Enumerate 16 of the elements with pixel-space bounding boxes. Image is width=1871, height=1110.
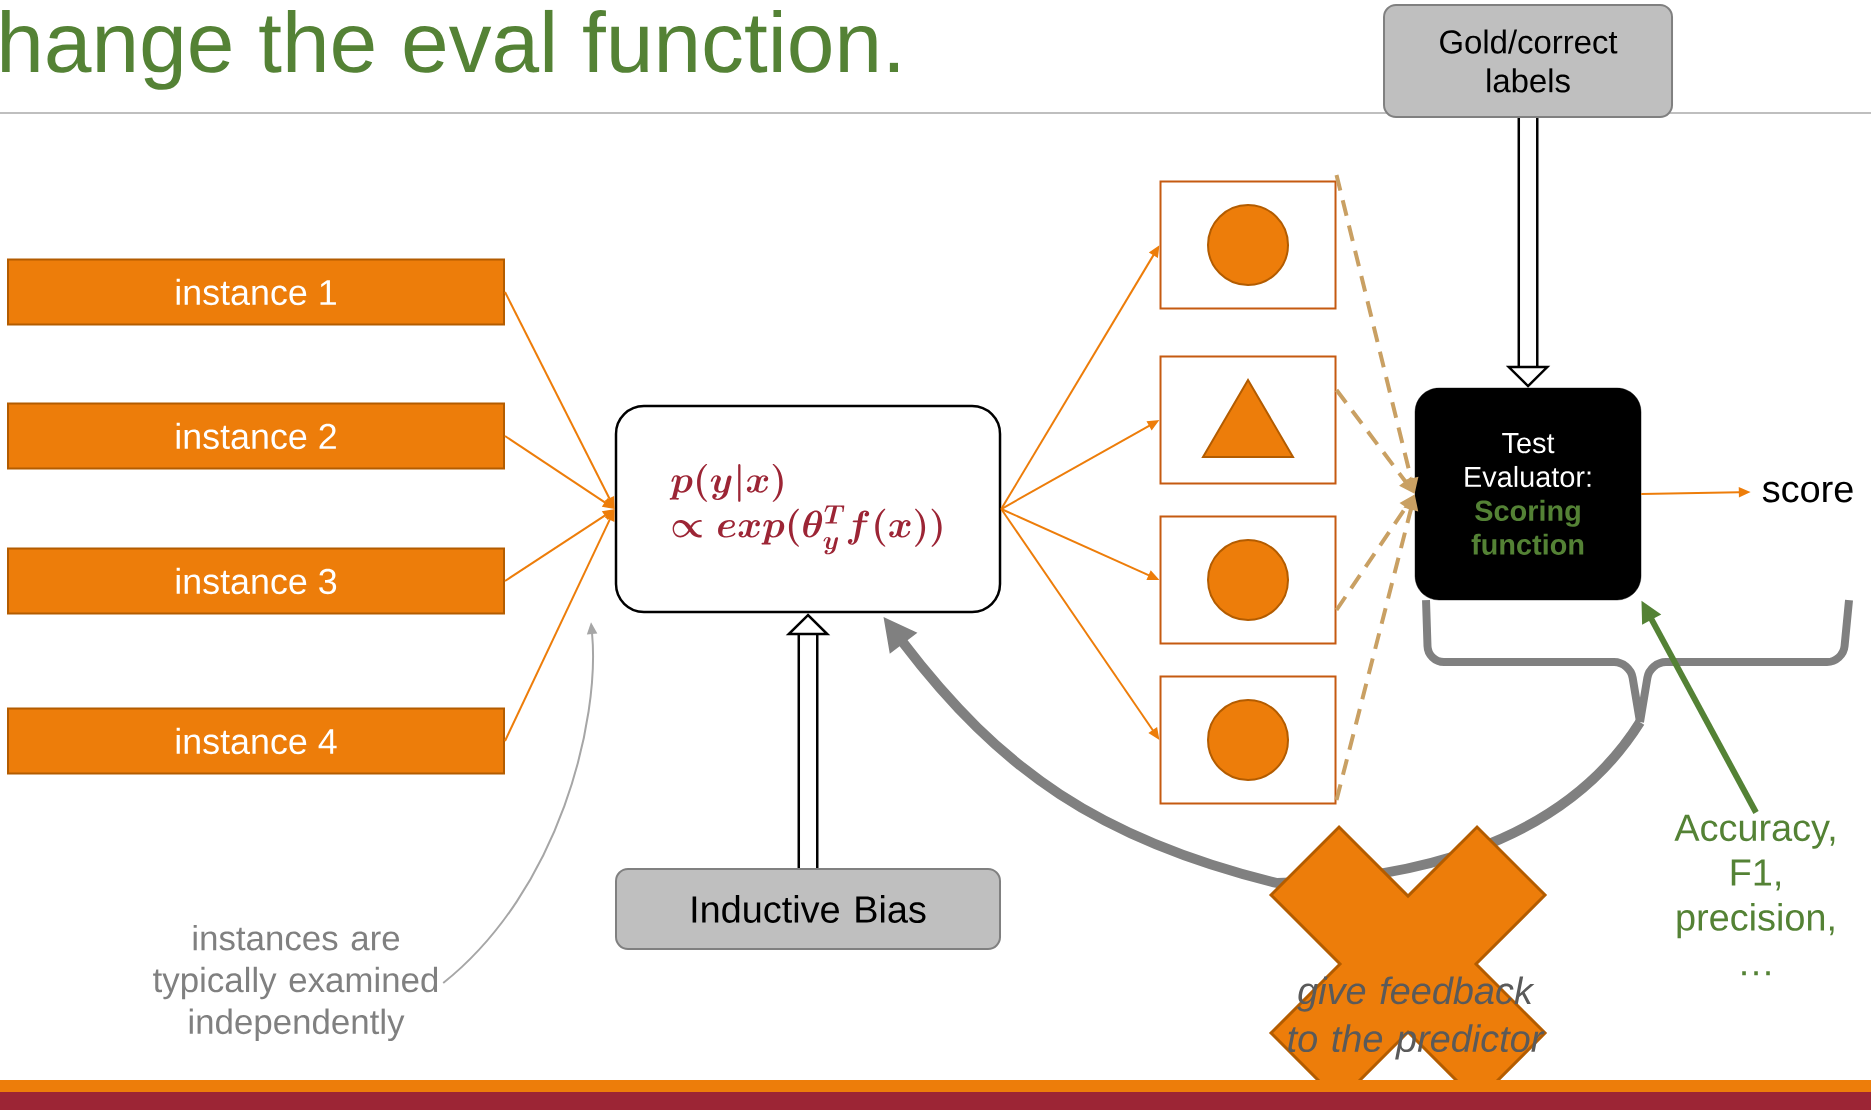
output-box — [1159, 515, 1337, 645]
instance-box: instance 4 — [7, 707, 505, 775]
label-box: Gold/correct labels — [1383, 4, 1673, 118]
instance-box: instance 2 — [7, 402, 505, 470]
instance-box: instance 3 — [7, 547, 505, 615]
evaluator-box: Test Evaluator: Scoring function — [1414, 387, 1642, 601]
note-text: instances are typically examined independently — [153, 924, 438, 1042]
metric-list: Accuracy, F1, precision, … — [1674, 814, 1835, 976]
output-box — [1159, 675, 1337, 805]
output-box — [1159, 180, 1337, 310]
score-label: score — [1762, 481, 1853, 503]
instance-box: instance 1 — [7, 258, 505, 326]
label-box: Inductive Bias — [615, 868, 1001, 950]
model-box: $p(y|x)$ $\propto exp(\theta_y^T f(x))$ — [614, 404, 1002, 614]
output-box — [1159, 355, 1337, 485]
slide-title: hange the eval function. — [2, 9, 899, 90]
